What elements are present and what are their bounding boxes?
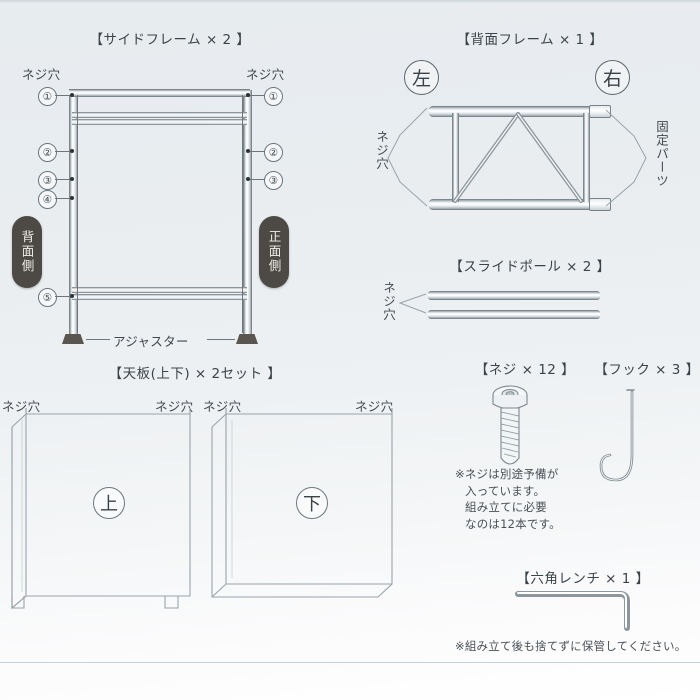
screws-note-line-1: ※ネジは別途予備が xyxy=(455,467,559,481)
side-frame-marker-left-2: ② xyxy=(38,143,57,162)
top-boards-title: 【天板(上下) × 2セット 】 xyxy=(108,366,282,382)
side-frame-screw-hole-label-left: ネジ穴 xyxy=(22,67,61,82)
side-frame-hole-dot-right-2 xyxy=(246,149,250,153)
adjuster-leader-right xyxy=(207,339,235,340)
side-frame-upper-rail-b xyxy=(72,119,247,125)
side-frame-marker-right-2: ② xyxy=(264,143,283,162)
side-frame-hole-dot-left-2 xyxy=(70,149,74,153)
side-frame-leader-left-2 xyxy=(55,151,71,152)
slide-pole-1 xyxy=(428,291,600,300)
side-frame-leader-right-2 xyxy=(249,151,265,152)
back-frame-right-badge: 右 xyxy=(595,60,630,95)
hex-wrench-note: ※組み立て後も捨てずに保管してください。 xyxy=(455,639,687,653)
screws-note: ※ネジは別途予備が 入っています。 組み立てに必要 なのは12本です。 xyxy=(455,466,585,533)
adjuster-foot-right xyxy=(236,334,258,344)
side-frame-leader-left-5 xyxy=(55,296,71,297)
side-frame-marker-left-3: ③ xyxy=(38,171,57,190)
screws-note-line-3: 組み立てに必要 xyxy=(465,500,547,515)
hex-wrench-title: 【六角レンチ × 1 】 xyxy=(516,571,650,587)
back-frame-left-badge: 左 xyxy=(404,60,439,95)
back-frame-screw-hole-label: ネジ穴 xyxy=(374,130,389,171)
side-frame-hole-dot-left-1 xyxy=(70,93,74,97)
side-frame-right-post-hairline xyxy=(242,95,243,333)
top-boards-screw-hole-label-2: ネジ穴 xyxy=(155,399,194,414)
side-frame-back-side-badge: 背面側 xyxy=(12,216,42,288)
adjuster-label: アジャスター xyxy=(113,334,189,349)
side-frame-left-post-hairline xyxy=(77,95,78,333)
back-frame-fixed-part-bottom xyxy=(589,198,611,211)
screws-note-line-2: 入っています。 xyxy=(465,483,546,498)
slide-pole-2 xyxy=(428,310,600,319)
slide-pole-title: 【スライドポール × 2 】 xyxy=(449,259,611,275)
side-frame-leader-left-3 xyxy=(55,179,71,180)
side-frame-front-side-badge: 正面側 xyxy=(259,216,289,288)
side-frame-leader-left-4 xyxy=(55,198,71,199)
side-frame-leader-left-1 xyxy=(55,95,71,96)
side-frame-marker-right-3: ③ xyxy=(264,171,283,190)
back-frame-fixed-part-top xyxy=(589,105,611,118)
side-frame-hole-dot-left-4 xyxy=(70,196,74,200)
back-frame-post-left xyxy=(452,113,459,202)
side-frame-marker-right-1: ① xyxy=(264,87,283,106)
screws-title: 【ネジ × 12 】 xyxy=(474,362,576,378)
screws-note-line-4: なのは12本です。 xyxy=(465,517,561,532)
side-frame-marker-left-5: ⑤ xyxy=(38,288,57,307)
slide-pole-screw-hole-label: ネジ穴 xyxy=(381,281,396,322)
side-frame-title: 【サイドフレーム × 2 】 xyxy=(89,32,251,48)
top-boards-screw-hole-label-3: ネジ穴 xyxy=(203,399,242,414)
top-boards-screw-hole-label-4: ネジ穴 xyxy=(355,399,394,414)
hooks-title: 【フック × 3 】 xyxy=(594,362,700,378)
side-frame-upper-rail-a xyxy=(72,112,247,118)
side-frame-hole-dot-left-5 xyxy=(70,294,74,298)
adjuster-foot-left xyxy=(62,334,84,344)
side-frame-hole-dot-left-3 xyxy=(70,177,74,181)
back-frame-title: 【背面フレーム × 1 】 xyxy=(456,32,604,48)
side-frame-lower-rail-a xyxy=(72,287,247,293)
top-boards-screw-hole-label-1: ネジ穴 xyxy=(2,399,41,414)
board-upper-badge: 上 xyxy=(93,487,125,519)
side-frame-right-post xyxy=(243,90,252,335)
side-frame-top-bar xyxy=(69,89,250,97)
side-frame-hole-dot-right-3 xyxy=(246,177,250,181)
side-frame-hole-dot-right-1 xyxy=(246,93,250,97)
back-frame-fixed-parts-label: 固定パーツ xyxy=(654,120,669,188)
board-lower-badge: 下 xyxy=(296,487,328,519)
side-frame-marker-left-4: ④ xyxy=(38,190,57,209)
side-frame-lower-rail-b xyxy=(72,294,247,300)
adjuster-leader-left xyxy=(86,339,110,340)
sheet-bottom-edge xyxy=(0,662,700,663)
side-frame-marker-left-1: ① xyxy=(38,87,57,106)
back-frame-post-right xyxy=(583,113,590,202)
side-frame-leader-right-3 xyxy=(249,179,265,180)
side-frame-leader-right-1 xyxy=(249,95,265,96)
side-frame-screw-hole-label-right: ネジ穴 xyxy=(246,67,285,82)
